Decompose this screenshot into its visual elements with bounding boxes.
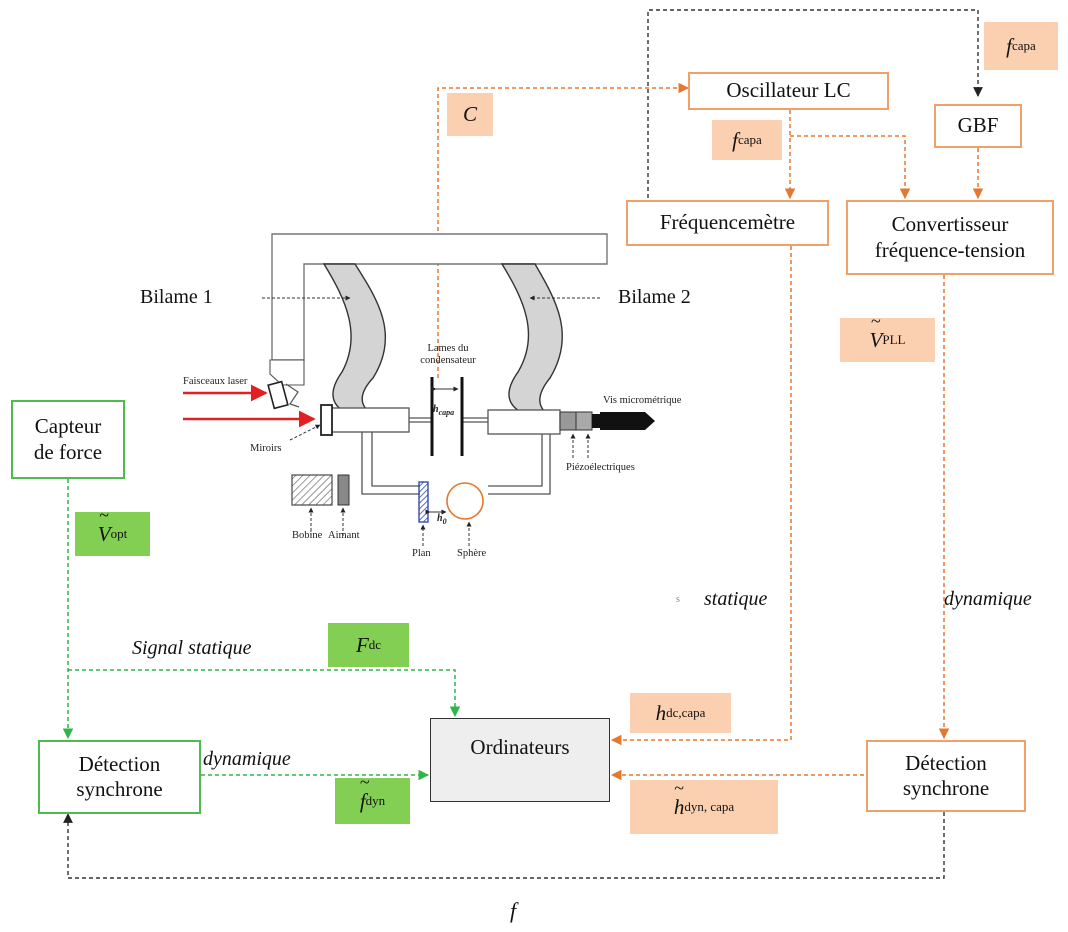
label-statique: statique — [704, 588, 768, 610]
gbf-box: GBF — [934, 104, 1022, 148]
piezo-block-1 — [559, 411, 577, 431]
tag-f-capa-top-symbol: f — [1006, 33, 1013, 58]
orange-flow-lines — [437, 82, 984, 781]
convertisseur-label-line2: fréquence-tension — [874, 237, 1026, 262]
label-miroirs: Miroirs — [250, 443, 282, 454]
sphere — [446, 482, 484, 520]
label-h-capa-sub: capa — [438, 408, 455, 417]
ordinateurs-box: Ordinateurs — [430, 718, 610, 802]
piezo-block-2 — [575, 411, 593, 431]
tag-c: C — [447, 93, 493, 136]
bobine — [291, 474, 333, 506]
label-lames-condensateur: Lames du condensateur — [408, 343, 488, 367]
tag-f-capa-mid-sub: capa — [738, 132, 762, 147]
detection-right-label-line2: synchrone — [902, 776, 990, 800]
capteur-label-line2: de force — [33, 439, 103, 464]
label-dynamique-right: dynamique — [944, 588, 1032, 610]
label-dynamique-left: dynamique — [203, 748, 291, 770]
label-h0-sub: 0 — [442, 517, 447, 526]
label-statique-prefix: s — [676, 594, 680, 605]
tag-h-dc-capa-symbol: h — [655, 700, 667, 725]
bilame-1-shape — [322, 263, 393, 421]
gbf-label: GBF — [957, 113, 999, 138]
convertisseur-label-line1: Convertisseur — [891, 212, 1009, 237]
label-f-bottom: f — [510, 898, 517, 923]
aimant — [337, 474, 350, 506]
frequencemetre-box: Fréquencemètre — [626, 200, 829, 246]
label-signal-statique: Signal statique — [132, 637, 252, 659]
tag-h-dc-capa-sub: dc,capa — [666, 705, 706, 720]
green-flow-lines — [62, 479, 461, 781]
label-piezoelectriques: Piézoélectriques — [566, 462, 635, 473]
capteur-label-line1: Capteur — [34, 414, 102, 439]
tag-v-pll-symbol: V — [870, 311, 883, 353]
plane — [418, 481, 429, 523]
label-h0-symbol: h — [437, 513, 443, 524]
label-sphere: Sphère — [457, 548, 487, 559]
tag-f-dc-sub: dc — [368, 637, 382, 652]
label-h0: h0 — [437, 513, 447, 526]
left-rod — [328, 407, 410, 433]
bilame-2-shape — [500, 263, 566, 421]
detection-synchrone-left-box: Détection synchrone — [38, 740, 201, 814]
tag-f-dyn-symbol: f — [360, 772, 366, 814]
label-vis-micrometrique: Vis micrométrique — [603, 395, 682, 406]
black-loop-frequencemetre-gbf — [647, 9, 983, 198]
mirror-lower — [320, 404, 333, 436]
label-bilame-1: Bilame 1 — [140, 286, 213, 308]
tag-f-dyn-sub: dyn — [365, 793, 386, 808]
mirror-upper — [267, 380, 289, 410]
ordinateurs-label: Ordinateurs — [470, 735, 570, 759]
convertisseur-box: Convertisseur fréquence-tension — [846, 200, 1054, 275]
label-lames-line1: Lames du — [427, 343, 469, 354]
apparatus-drawing — [183, 233, 655, 546]
tag-v-opt-symbol: V — [98, 505, 111, 547]
tag-v-opt-sub: opt — [110, 526, 128, 541]
detection-right-label-line1: Détection — [905, 750, 987, 775]
tag-h-dyn-capa-sub: dyn, capa — [684, 799, 735, 814]
capteur-de-force-box: Capteur de force — [11, 400, 125, 479]
label-lames-line2: condensateur — [420, 355, 476, 367]
detection-synchrone-right-box: Détection synchrone — [866, 740, 1026, 812]
frequencemetre-label: Fréquencemètre — [659, 210, 796, 235]
tag-h-dyn-capa-symbol: h — [674, 778, 685, 820]
tag-f-capa-top-sub: capa — [1012, 38, 1036, 53]
tag-f-dc-symbol: F — [355, 632, 369, 657]
label-bilame-2: Bilame 2 — [618, 286, 691, 308]
tag-v-pll-sub: PLL — [882, 332, 906, 347]
oscillateur-lc-box: Oscillateur LC — [688, 72, 889, 110]
label-faisceaux-laser: Faisceaux laser — [183, 376, 248, 387]
tag-f-capa-mid-symbol: f — [732, 127, 739, 152]
right-rod — [487, 409, 561, 435]
tag-c-symbol: C — [462, 102, 477, 126]
detection-left-label-line1: Détection — [78, 751, 161, 776]
label-plan: Plan — [412, 548, 431, 559]
label-aimant: Aimant — [328, 530, 360, 541]
oscillateur-lc-label: Oscillateur LC — [726, 78, 851, 103]
micrometer-screw — [592, 412, 655, 430]
label-h-capa: hcapa — [433, 404, 454, 417]
label-bobine: Bobine — [292, 530, 323, 541]
black-loop-reference-f — [63, 812, 945, 879]
label-h-capa-symbol: h — [433, 404, 439, 415]
detection-left-label-line2: synchrone — [76, 777, 163, 801]
